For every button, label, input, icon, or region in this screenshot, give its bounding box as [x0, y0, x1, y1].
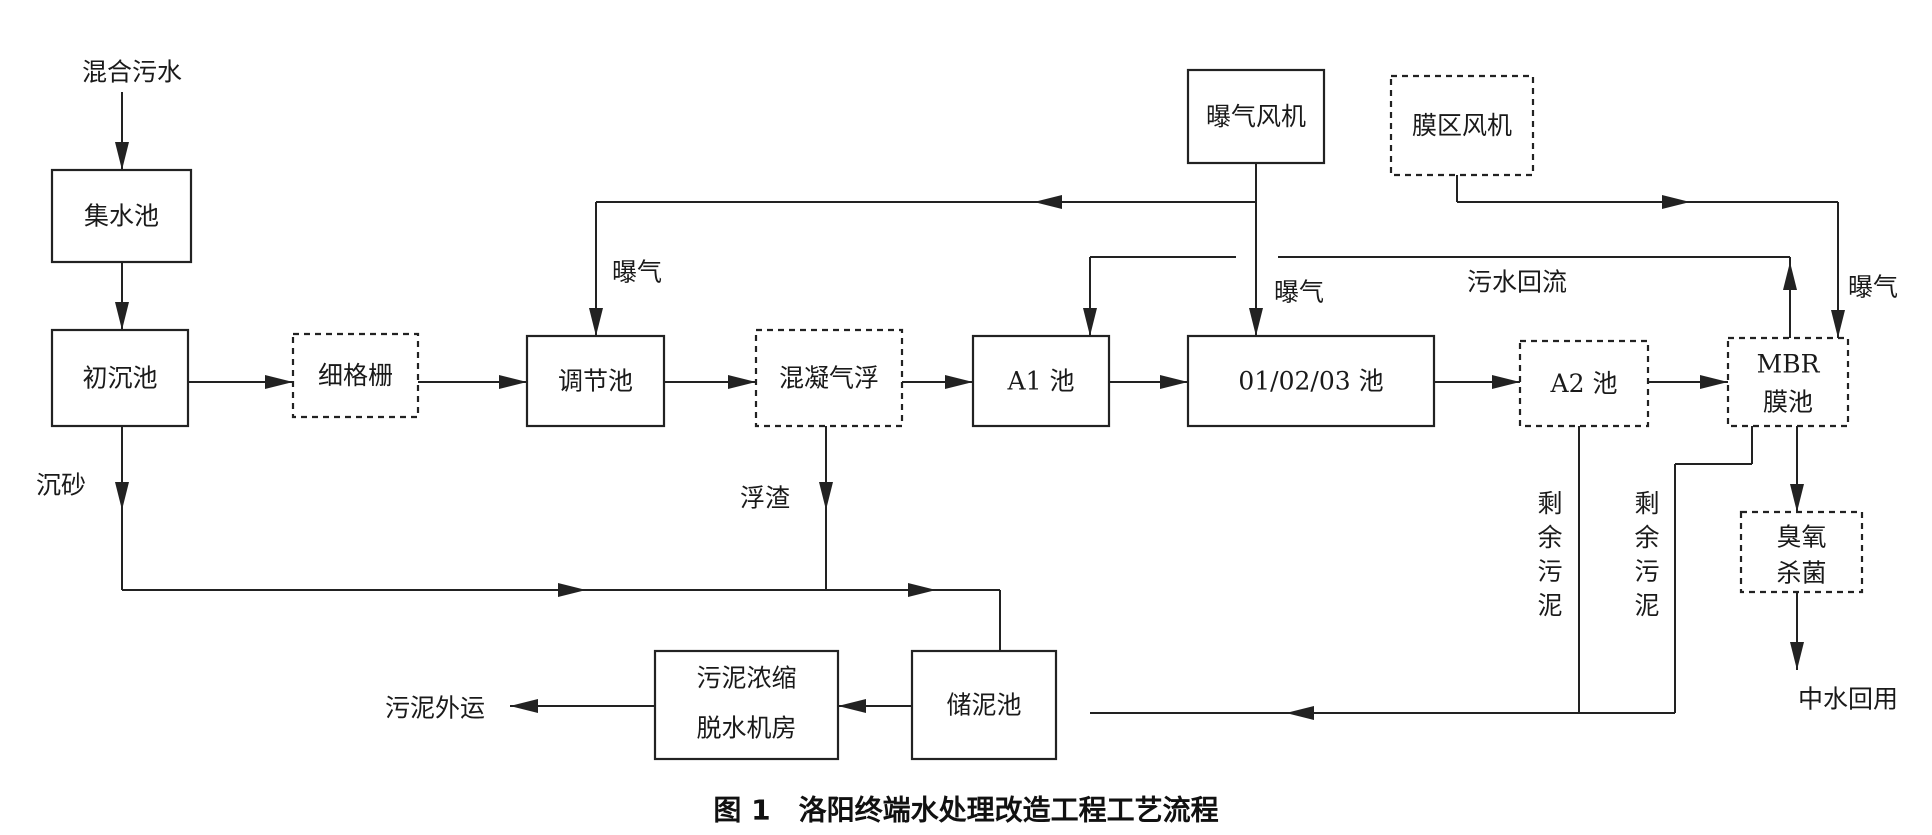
- scum-label: 浮渣: [740, 484, 790, 513]
- a1-tank-node: A1 池: [971, 334, 1111, 428]
- a2-tank-label: A2 池: [1550, 369, 1618, 398]
- coagulation-air-flotation-label: 混凝气浮: [779, 364, 879, 393]
- equalization-tank-node: 调节池: [525, 334, 666, 428]
- equalization-tank-label: 调节池: [558, 367, 633, 396]
- fine-screen-label: 细格栅: [318, 361, 393, 390]
- ozone-disinfection-node: 臭氧 杀菌: [1739, 510, 1864, 594]
- sludge-outbound-label: 污泥外运: [385, 694, 485, 723]
- coagulation-air-flotation-node: 混凝气浮: [754, 328, 904, 428]
- collection-tank-label: 集水池: [84, 202, 159, 231]
- aeration-label-3: 曝气: [1848, 273, 1898, 302]
- dewatering-label-line1: 污泥浓缩: [696, 664, 796, 693]
- primary-settling-tank-label: 初沉池: [82, 364, 157, 393]
- dewatering-label-line2: 脱水机房: [696, 714, 796, 743]
- excess-sludge-label-2: 剩余污泥: [1634, 489, 1659, 620]
- excess-sludge-label-1: 剩余污泥: [1537, 489, 1562, 620]
- mbr-label-line2: 膜池: [1763, 388, 1813, 417]
- fine-screen-node: 细格栅: [291, 332, 420, 419]
- sludge-storage-tank-label: 储泥池: [946, 691, 1021, 720]
- figure-caption: 图 1 洛阳终端水处理改造工程工艺流程: [713, 794, 1218, 827]
- vertical-labels: 剩余污泥 剩余污泥: [1537, 489, 1659, 620]
- collection-tank-node: 集水池: [50, 168, 193, 264]
- membrane-blower-node: 膜区风机: [1389, 74, 1535, 177]
- sewage-return-label: 污水回流: [1467, 268, 1567, 297]
- o-tanks-label: 01/02/03 池: [1238, 367, 1383, 396]
- ozone-label-line1: 臭氧: [1776, 523, 1826, 552]
- sludge-dewatering-room-node: 污泥浓缩 脱水机房: [653, 649, 840, 761]
- ozone-label-line2: 杀菌: [1776, 559, 1826, 588]
- aeration-label-2: 曝气: [1274, 278, 1324, 307]
- a2-tank-node: A2 池: [1518, 339, 1650, 428]
- aeration-blower-node: 曝气风机: [1186, 68, 1326, 165]
- mbr-label-line1: MBR: [1757, 350, 1821, 379]
- mixed-sewage-label: 混合污水: [82, 58, 182, 87]
- arrowheads: [115, 142, 1845, 720]
- mbr-membrane-tank-node: MBR 膜池: [1726, 336, 1850, 428]
- o-tanks-node: 01/02/03 池: [1186, 334, 1436, 428]
- reclaimed-water-label: 中水回用: [1798, 685, 1898, 714]
- aeration-blower-label: 曝气风机: [1206, 102, 1306, 131]
- primary-settling-tank-node: 初沉池: [50, 328, 190, 428]
- grit-label: 沉砂: [36, 471, 86, 500]
- aeration-label-1: 曝气: [612, 258, 662, 287]
- flow-labels: 混合污水 曝气 曝气 曝气 污水回流 沉砂 浮渣 中水回用 污泥外运: [36, 58, 1898, 723]
- a1-tank-label: A1 池: [1007, 367, 1075, 396]
- membrane-blower-label: 膜区风机: [1412, 111, 1512, 140]
- sludge-storage-tank-node: 储泥池: [910, 649, 1058, 761]
